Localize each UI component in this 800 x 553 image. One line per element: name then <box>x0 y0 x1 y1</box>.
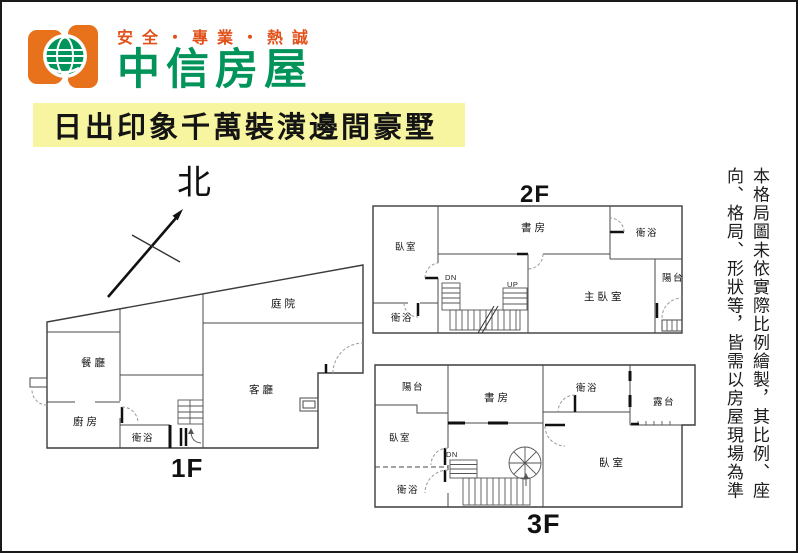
f1-room-dining: 餐廳 <box>81 356 108 369</box>
f3-room-bedroom-left: 臥室 <box>389 432 411 444</box>
f2-floor-label: 2F <box>520 181 550 208</box>
north-compass: 北 <box>107 163 211 298</box>
f2-room-bath-right: 衛浴 <box>636 227 658 239</box>
globe-icon <box>28 25 98 88</box>
f1-room-kitchen: 廚房 <box>73 415 100 428</box>
f3-room-balcony: 陽台 <box>402 381 424 393</box>
floorplan-3f: 陽台 書房 衛浴 露台 臥室 衛浴 臥室 DN 3F <box>374 364 696 539</box>
f3-floor-label: 3F <box>527 509 561 539</box>
brand-name: 中信房屋 <box>117 46 313 94</box>
north-label: 北 <box>177 163 211 203</box>
brand-logo: 安全・專業・熱誠 中信房屋 <box>27 24 317 93</box>
f2-room-bath-left: 衛浴 <box>391 312 413 324</box>
north-arrow-head <box>172 209 183 221</box>
f1-walls <box>29 264 364 449</box>
f1-room-courtyard: 庭院 <box>271 297 298 310</box>
f1-doors <box>31 342 364 424</box>
f2-room-master: 主臥室 <box>584 290 625 303</box>
f3-stair-dn: DN <box>446 450 458 459</box>
floorplan-2f: 臥室 衛浴 書房 衛浴 主臥室 陽台 DN UP 2F <box>372 181 684 334</box>
f2-room-balcony: 陽台 <box>662 272 684 284</box>
f3-room-study: 書房 <box>484 391 511 404</box>
f3-doors <box>424 394 577 494</box>
disclaimer-text: 本格局圖未依實際比例繪製，其比例、座向、格局、形狀等，皆需以房屋現場為準 <box>723 167 769 500</box>
f3-room-bath-top: 衛浴 <box>576 382 598 394</box>
brand-tagline: 安全・專業・熱誠 <box>117 30 318 47</box>
compass-tick <box>131 234 181 263</box>
f2-walls <box>372 205 683 334</box>
f2-room-study: 書房 <box>521 221 548 234</box>
f1-room-living: 客廳 <box>249 383 276 396</box>
north-arrow-shaft <box>107 217 177 298</box>
property-title: 日出印象千萬裝潢邊間豪墅 <box>53 112 438 144</box>
floorplan-1f: 餐廳 廚房 衛浴 客廳 庭院 1F <box>29 264 364 483</box>
f2-doors <box>403 217 683 319</box>
f3-room-bath-bottom: 衛浴 <box>397 484 419 496</box>
f3-walls <box>374 364 696 508</box>
f2-stairs <box>441 282 528 334</box>
f1-stairs <box>177 399 204 446</box>
f2-stair-up: UP <box>507 280 518 289</box>
f1-floor-label: 1F <box>171 453 203 483</box>
f3-stairs <box>449 446 542 506</box>
property-title-banner: 日出印象千萬裝潢邊間豪墅 <box>33 103 465 147</box>
f2-room-bedroom: 臥室 <box>395 241 417 253</box>
f3-room-terrace: 露台 <box>653 396 675 408</box>
f1-room-bath: 衛浴 <box>132 432 154 444</box>
f3-room-bedroom-right: 臥室 <box>599 456 626 469</box>
f2-stair-dn: DN <box>445 273 457 282</box>
brand-text-block: 安全・專業・熱誠 中信房屋 <box>117 24 317 93</box>
